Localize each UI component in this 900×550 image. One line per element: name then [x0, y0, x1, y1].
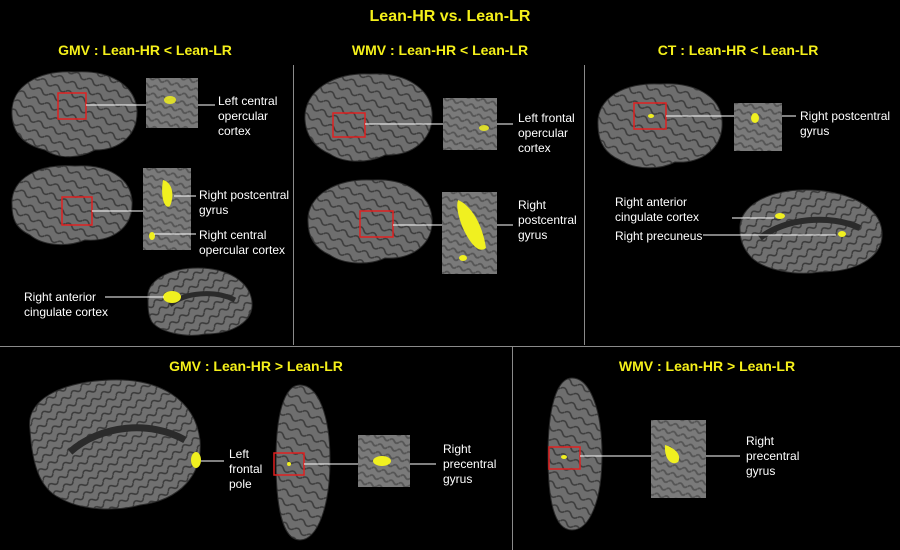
highlight-blob [164, 96, 176, 104]
highlight-blob [751, 113, 759, 123]
brain-medial-right-ct [739, 189, 883, 274]
label-right-precuneus: Right precuneus [615, 229, 703, 243]
brain-lateral-right-ct [597, 83, 723, 169]
highlight-blob [648, 114, 654, 118]
brain-medial-left-gmv [29, 379, 201, 510]
brain-lateral-left-wmv [304, 73, 433, 162]
wmv-decrease-title: WMV : Lean-HR < Lean-LR [351, 42, 529, 58]
zoom-inset [734, 103, 782, 151]
highlight-blob [459, 255, 467, 261]
highlight-blob [191, 452, 201, 468]
divider-bottom [512, 347, 513, 550]
brain-axial-wmv [547, 377, 603, 531]
highlight-blob [457, 200, 486, 250]
roi-box [332, 112, 366, 138]
gmv-decrease-panel [11, 71, 253, 336]
highlight-blob [561, 455, 567, 459]
gmv-increase-panel [29, 379, 436, 541]
highlight-blob [149, 232, 155, 240]
highlight-blob [287, 462, 291, 466]
divider-horizontal [0, 346, 900, 347]
brain-lateral-left-gmv [11, 71, 138, 158]
highlight-blob [373, 456, 391, 466]
highlight-blob [775, 213, 785, 219]
zoom-inset [443, 98, 497, 150]
ct-decrease-panel [597, 83, 883, 274]
divider-top-right [584, 65, 585, 345]
highlight-blob [163, 291, 181, 303]
roi-box [57, 92, 87, 120]
roi-box [359, 210, 394, 238]
brain-lateral-right-gmv [11, 165, 133, 246]
wmv-decrease-panel [304, 73, 513, 274]
highlight-blob [479, 125, 489, 131]
wmv-increase-title: WMV : Lean-HR > Lean-LR [618, 358, 796, 374]
wmv-increase-panel [547, 377, 740, 531]
ct-decrease-title: CT : Lean-HR < Lean-LR [657, 42, 819, 58]
highlight-blob [664, 445, 680, 464]
roi-box [548, 446, 581, 470]
main-title: Lean-HR vs. Lean-LR [369, 8, 531, 25]
brain-medial-right-gmv [147, 267, 253, 336]
brain-axial-gmv [275, 384, 331, 541]
gmv-decrease-title: GMV : Lean-HR < Lean-LR [58, 42, 232, 58]
gmv-increase-title: GMV : Lean-HR > Lean-LR [169, 358, 343, 374]
brain-lateral-right-wmv [307, 179, 433, 264]
highlight-blob [162, 180, 173, 207]
highlight-blob [838, 231, 846, 237]
divider-top-left [293, 65, 294, 345]
